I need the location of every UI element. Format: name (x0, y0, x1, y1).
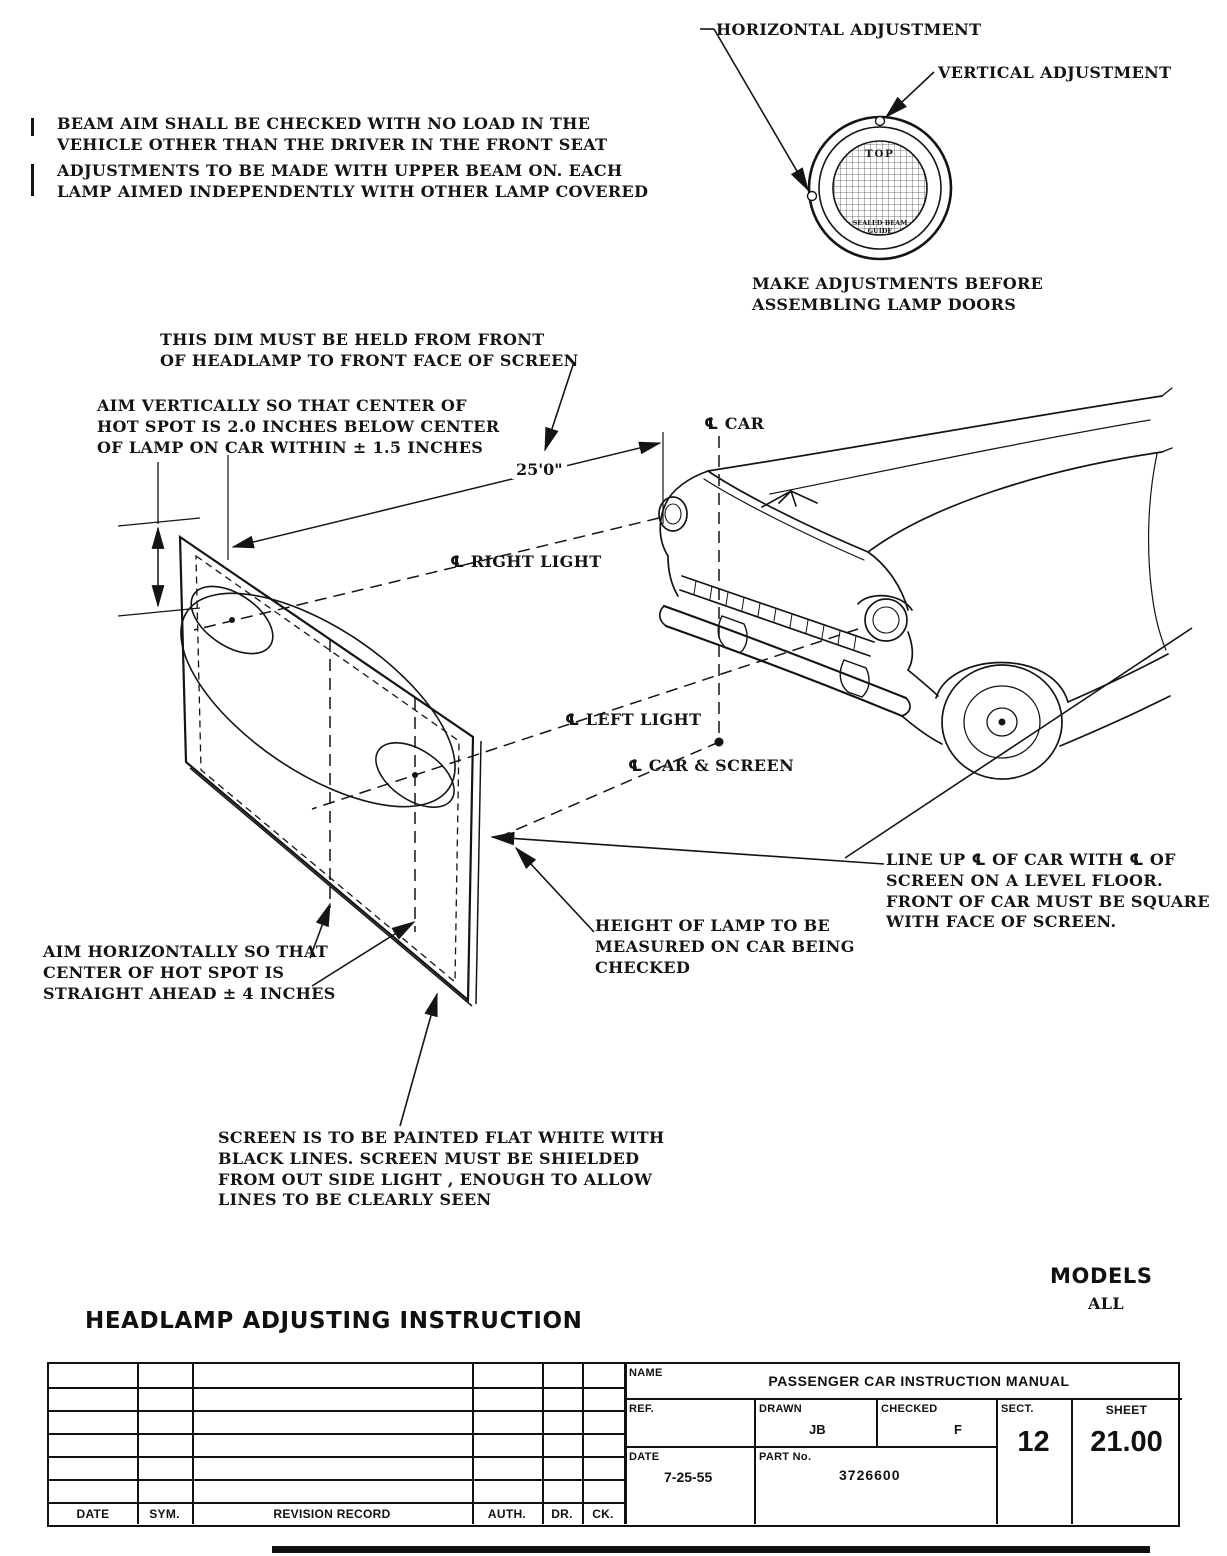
note-aim-vertically: AIM VERTICALLY SO THAT CENTER OF HOT SPO… (97, 396, 500, 457)
car-drawing (658, 387, 1173, 780)
centerline-left-light (311, 628, 859, 810)
dimension-distance-label: 25'0" (512, 460, 567, 479)
horizontal-adjustment-arrow (713, 28, 809, 192)
far-fender (659, 470, 709, 557)
ref-label: REF. (629, 1403, 655, 1415)
rev-col-date: DATE (76, 1507, 110, 1521)
title-block: DATE SYM. REVISION RECORD AUTH. DR. CK. … (47, 1362, 1182, 1527)
note-upper-beam: ADJUSTMENTS TO BE MADE WITH UPPER BEAM O… (57, 161, 649, 201)
lamp-sealed-beam-label: SEALED BEAM (853, 219, 908, 227)
centerline-intersection-dot (714, 737, 724, 747)
label-centerline-car: ℄ CAR (704, 414, 765, 433)
note-height-of-lamp: HEIGHT OF LAMP TO BE MEASURED ON CAR BEI… (595, 916, 855, 977)
grille (681, 575, 875, 643)
horizontal-adjust-screw (806, 190, 818, 202)
note-screen-paint: SCREEN IS TO BE PAINTED FLAT WHITE WITH … (218, 1128, 665, 1210)
note-make-adjustments: MAKE ADJUSTMENTS BEFORE ASSEMBLING LAMP … (752, 274, 1044, 314)
rev-col-ck: CK. (592, 1507, 614, 1521)
screen-outline (178, 534, 475, 1003)
dimension-25ft (227, 432, 664, 560)
drawn-value: JB (809, 1422, 826, 1437)
lamp-guide-label: GUIDE (868, 227, 893, 235)
lamp-top-label: TOP (865, 149, 895, 160)
hood-near-edge (867, 451, 1163, 553)
aim-horizontal-arrow-1 (309, 902, 331, 959)
sect-label: SECT. (1001, 1403, 1034, 1415)
screen-paint-arrow (399, 992, 438, 1127)
rev-col-sym: SYM. (149, 1507, 180, 1521)
models-value: ALL (1088, 1294, 1124, 1313)
hood-crease (769, 419, 1151, 495)
scan-artifact-bar (272, 1546, 1150, 1553)
date-label: DATE (629, 1451, 660, 1463)
note-aim-horizontally: AIM HORIZONTALLY SO THAT CENTER OF HOT S… (43, 942, 336, 1003)
label-centerline-left-light: ℄ LEFT LIGHT (565, 710, 702, 729)
rev-col-dr: DR. (551, 1507, 573, 1521)
door-cut-line (1147, 453, 1167, 651)
checked-value: F (954, 1422, 962, 1437)
change-bar-2 (31, 164, 34, 196)
floor-edge-line (844, 627, 1193, 859)
sheet-label: SHEET (1105, 1403, 1148, 1417)
rev-col-auth: AUTH. (487, 1507, 527, 1521)
part-label: PART No. (759, 1451, 812, 1463)
name-label: NAME (629, 1367, 663, 1379)
floor-lines (490, 627, 1193, 865)
this-dim-arrow (544, 361, 575, 452)
front-wheel (941, 664, 1063, 780)
label-centerline-right-light: ℄ RIGHT LIGHT (450, 552, 602, 571)
hood-far-edge (707, 395, 1163, 472)
leader-arrows (309, 361, 595, 1127)
part-value: 3726600 (839, 1467, 901, 1483)
vertical-adjustment-arrow (884, 71, 935, 119)
headlight-eyebrow (857, 594, 913, 611)
wheel-arch (935, 661, 1069, 703)
height-of-lamp-arrow (514, 846, 595, 933)
aim-horizontal-arrow-2 (311, 921, 416, 987)
beltline (1067, 653, 1169, 703)
vertical-adjust-screw (874, 115, 886, 127)
rev-col-record: REVISION RECORD (273, 1507, 391, 1521)
hood-ornament (761, 489, 818, 508)
note-beam-aim: BEAM AIM SHALL BE CHECKED WITH NO LOAD I… (57, 114, 608, 154)
centerline-right-light (193, 517, 660, 631)
drawn-label: DRAWN (759, 1403, 803, 1415)
sect-value: 12 (1017, 1426, 1050, 1458)
rocker-line (1059, 695, 1171, 747)
lamp-lens-mesh (832, 140, 928, 236)
note-this-dim: THIS DIM MUST BE HELD FROM FRONT OF HEAD… (160, 330, 579, 370)
bumper-guard-right (839, 659, 870, 698)
checked-label: CHECKED (881, 1403, 938, 1415)
headlight-left (864, 598, 908, 642)
bumper (662, 604, 908, 700)
date-value: 7-25-55 (664, 1469, 713, 1485)
sheet-value: 21.00 (1090, 1426, 1163, 1458)
note-line-up: LINE UP ℄ OF CAR WITH ℄ OF SCREEN ON A L… (886, 850, 1210, 932)
name-value: PASSENGER CAR INSTRUCTION MANUAL (768, 1373, 1070, 1389)
headlamp-detail-leaders (700, 28, 935, 192)
beam-pattern-ellipse (180, 592, 456, 808)
label-horizontal-adjustment: HORIZONTAL ADJUSTMENT (716, 20, 982, 39)
label-centerline-car-screen: ℄ CAR & SCREEN (628, 756, 795, 775)
line-up-leader-arrow (490, 831, 885, 865)
models-label: MODELS (1050, 1264, 1153, 1288)
lamp-inner-ring (818, 126, 942, 250)
hood-leading-edge (707, 470, 869, 553)
centerline-car-screen (496, 741, 720, 839)
hot-spot-left (375, 742, 455, 808)
page-title: HEADLAMP ADJUSTING INSTRUCTION (85, 1308, 583, 1334)
change-bar-1 (31, 118, 34, 136)
hot-spot-right (190, 585, 274, 655)
screen-inner-border (195, 554, 460, 984)
label-vertical-adjustment: VERTICAL ADJUSTMENT (938, 63, 1172, 82)
headlamp-detail-drawing: TOP SEALED BEAM GUIDE (806, 115, 953, 261)
dimension-line (231, 441, 662, 549)
vertical-aim-dimension (117, 462, 201, 617)
